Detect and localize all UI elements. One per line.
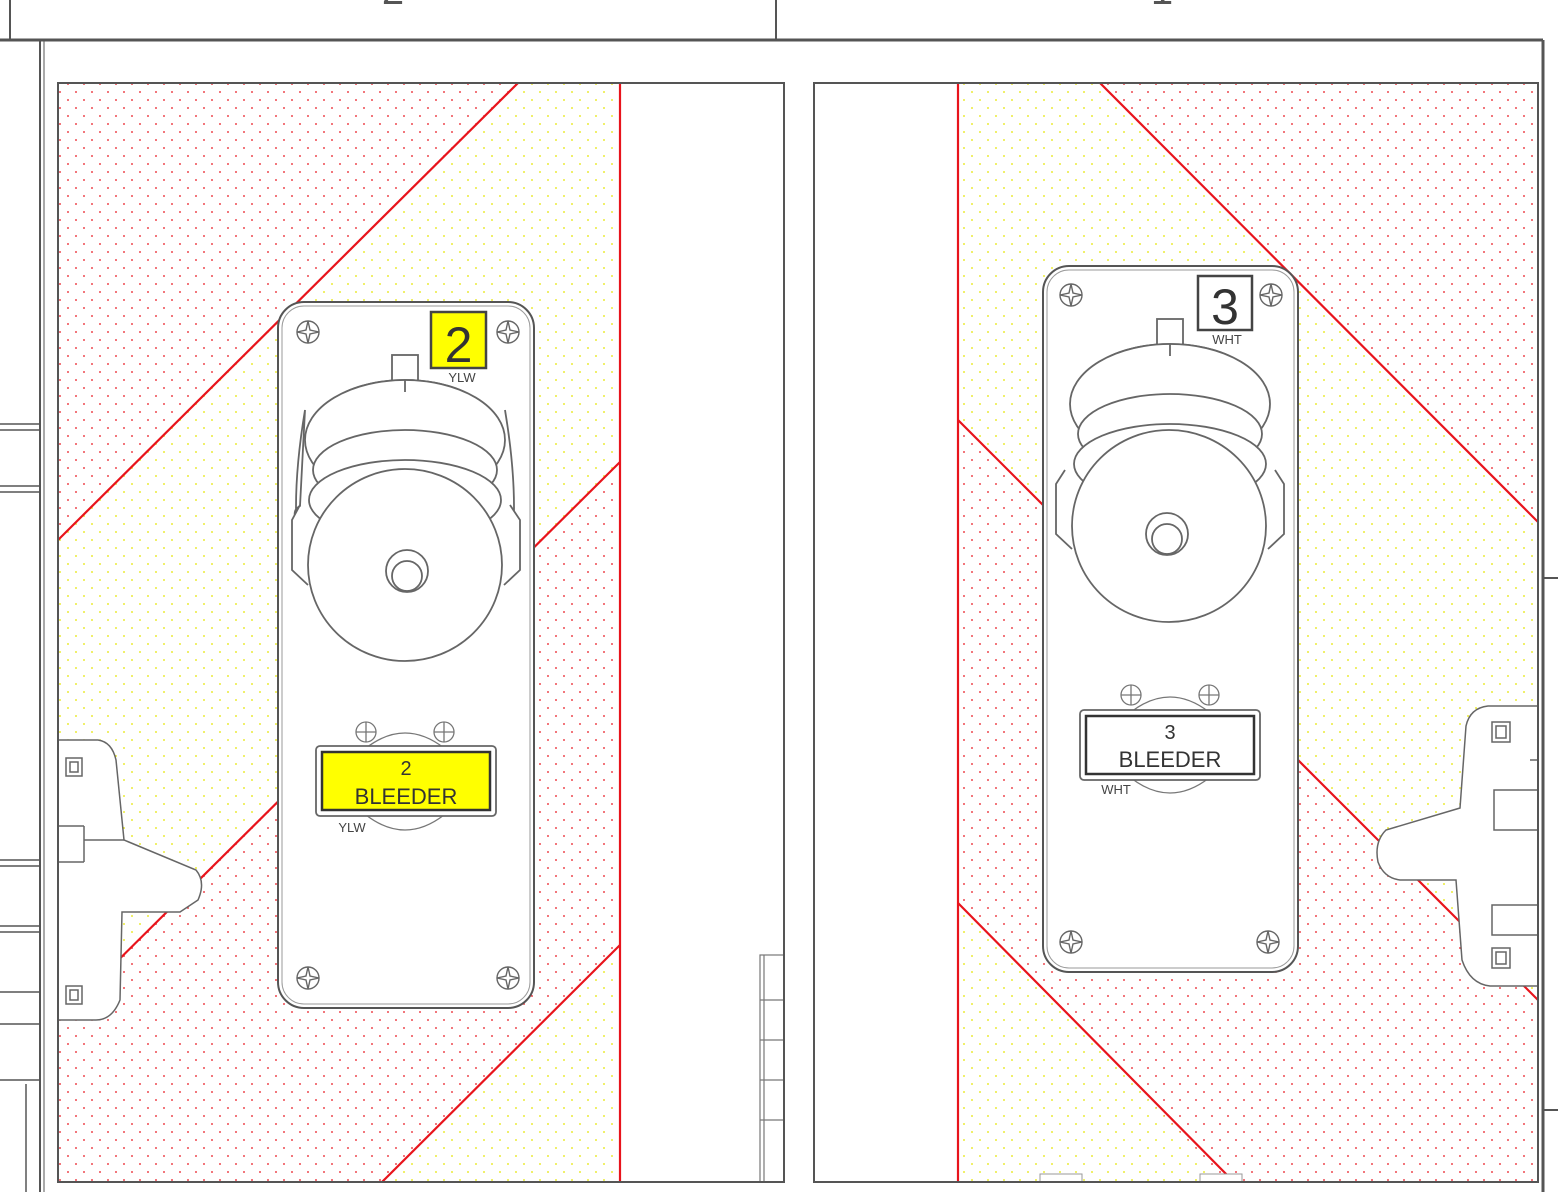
placard-text-right: BLEEDER — [1119, 747, 1222, 772]
placard-fill-right — [1084, 714, 1256, 776]
placard-right: 3 BLEEDER WHT — [1079, 684, 1261, 797]
placard-fill-left — [320, 750, 492, 812]
bleeder-connector-left — [291, 354, 521, 662]
port-plate-right: 3 WHT — [1042, 265, 1299, 973]
port-color-code-right: WHT — [1212, 332, 1242, 347]
zone-numeral-left: 2 — [382, 0, 404, 13]
latch-bracket-left — [58, 739, 203, 1021]
left-margin-detail — [0, 423, 40, 1192]
panel-left-border — [57, 82, 785, 1183]
screw-icon — [296, 320, 520, 990]
latch-bracket-right — [1376, 705, 1538, 987]
screw-icon — [1059, 283, 1283, 954]
zone-numeral-right: 1 — [1151, 0, 1173, 13]
placard-number-left: 2 — [400, 758, 411, 780]
placard-color-code-right: WHT — [1101, 782, 1131, 797]
placard-left: 2 BLEEDER YLW — [315, 721, 497, 835]
panel-right-border — [813, 82, 1539, 1183]
placard-number-right: 3 — [1164, 722, 1175, 744]
port-color-code-left: YLW — [448, 370, 476, 385]
port-plate-left: 2 YLW — [277, 301, 535, 1009]
port-number-right: 3 — [1211, 279, 1239, 335]
panel-left: 2 YLW — [57, 82, 785, 1183]
port-number-badge-right — [1196, 274, 1254, 332]
port-number-badge-left — [429, 310, 488, 370]
placard-text-left: BLEEDER — [355, 784, 458, 809]
placard-color-code-left: YLW — [338, 820, 366, 835]
bleeder-connector-right — [1055, 318, 1285, 623]
panel-right: 3 WHT — [813, 82, 1539, 1183]
port-number-left: 2 — [445, 317, 473, 373]
